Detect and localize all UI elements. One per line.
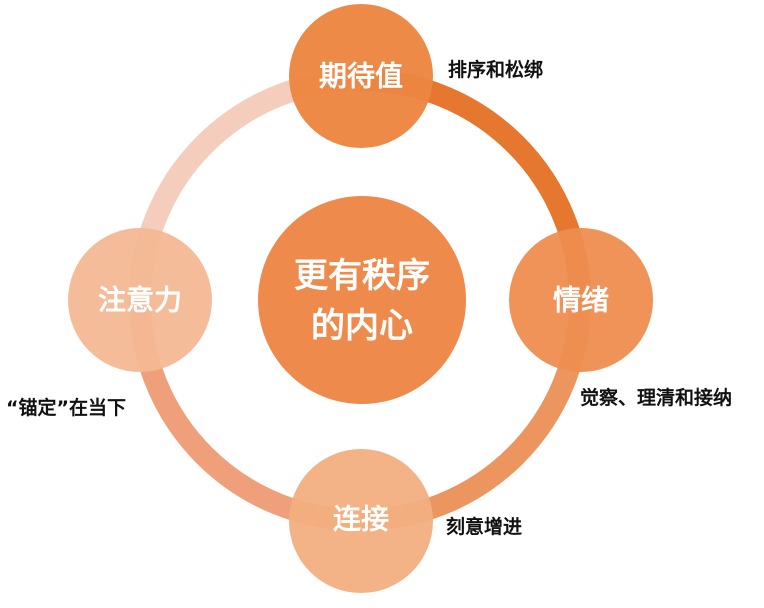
node-top-circle xyxy=(289,4,433,148)
node-bottom-circle xyxy=(289,449,433,593)
node-expectation: 期待值 xyxy=(289,4,433,148)
node-left-circle xyxy=(68,228,212,372)
node-attention: 注意力 xyxy=(68,228,212,372)
node-connection: 连接 xyxy=(289,449,433,593)
note-left: “锚定”在当下 xyxy=(6,396,126,419)
note-top: 排序和松绑 xyxy=(448,58,543,81)
node-emotion: 情绪 xyxy=(509,228,653,372)
note-right: 觉察、理清和接纳 xyxy=(580,386,732,409)
center-circle xyxy=(258,196,466,404)
node-right-label: 情绪 xyxy=(553,284,609,317)
node-bottom-label: 连接 xyxy=(333,503,389,536)
node-left-label: 注意力 xyxy=(98,284,182,317)
center-node: 更有秩序 的内心 xyxy=(258,196,466,404)
note-bottom: 刻意增进 xyxy=(446,515,522,538)
node-top-label: 期待值 xyxy=(319,60,403,93)
center-label-line2: 的内心 xyxy=(311,306,413,346)
center-label-line1: 更有秩序 xyxy=(294,256,430,296)
node-right-circle xyxy=(509,228,653,372)
